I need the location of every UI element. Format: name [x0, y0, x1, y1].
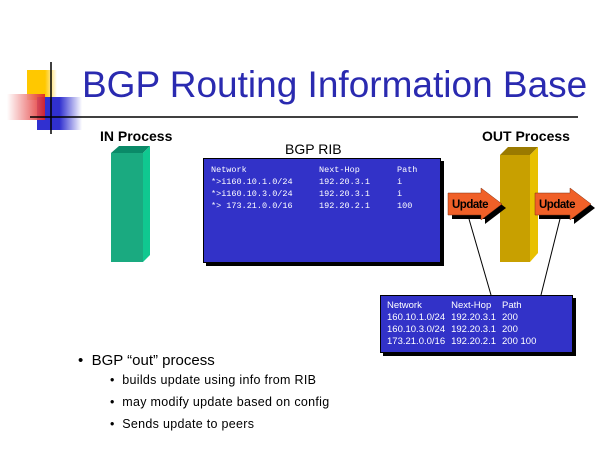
bullet-main-text: BGP “out” process [91, 352, 215, 369]
table-row: 160.10.1.0/24 192.20.3.1 200 [387, 312, 536, 324]
connector-line [540, 218, 561, 296]
update-arrow-right-shape [534, 187, 595, 224]
cell: 100 [397, 201, 413, 211]
cell: 173.21.0.0/16 [387, 336, 446, 347]
bullet-dot: • [78, 352, 92, 369]
sub-bullet-list: • builds update using info from RIB • ma… [110, 373, 329, 439]
table-row: 173.21.0.0/16 192.20.2.1 200 100 [387, 336, 536, 348]
sub-bullet: • Sends update to peers [110, 417, 255, 431]
sub-bullet-text: may modify update based on config [122, 395, 330, 409]
cell: 192.20.3.1 [451, 312, 497, 323]
header-next-hop: Next-Hop [319, 165, 360, 175]
header-network: Network [211, 165, 247, 175]
header-network: Network [387, 300, 422, 311]
rib-table: Network Next-Hop Path *>i160.10.1.0/24 1… [203, 158, 441, 263]
sub-bullet-text: Sends update to peers [122, 417, 255, 431]
table-row: 160.10.3.0/24 192.20.3.1 200 [387, 324, 536, 336]
cell: i [397, 189, 403, 199]
update-arrow-right-label: Update [539, 199, 575, 211]
update-arrow-left-shape [447, 187, 506, 224]
rib-table-grid: Network Next-Hop Path *>i160.10.1.0/24 1… [211, 164, 417, 212]
cell: *> 173.21.0.0/16 [211, 201, 293, 211]
cell: 160.10.3.0/24 [387, 324, 446, 335]
connector-line [468, 218, 492, 296]
cell: 192.20.2.1 [451, 336, 497, 347]
cell: 192.20.3.1 [319, 189, 371, 199]
logo-decoration [7, 62, 578, 134]
cell: 160.10.1.0/24 [387, 312, 446, 323]
bgp-rib-label: BGP RIB [285, 141, 342, 157]
cell: 200 [502, 312, 518, 323]
cell: i [397, 177, 403, 187]
slide-title: BGP Routing Information Base [82, 64, 588, 105]
cell: 192.20.2.1 [319, 201, 371, 211]
cell: 192.20.3.1 [319, 177, 371, 187]
update-arrow-left-label: Update [452, 199, 488, 211]
table-row: *>i160.10.3.0/24 192.20.3.1 i [211, 188, 417, 200]
sub-bullet: • may modify update based on config [110, 395, 330, 409]
cell: 200 [502, 324, 518, 335]
update-table-grid: Network Next-Hop Path 160.10.1.0/24 192.… [387, 300, 536, 348]
table-row: *> 173.21.0.0/16 192.20.2.1 100 [211, 200, 417, 212]
table-header-row: Network Next-Hop Path [387, 300, 536, 312]
out-process-bar [500, 147, 538, 262]
update-table: Network Next-Hop Path 160.10.1.0/24 192.… [380, 295, 573, 353]
bullet-main: • BGP “out” process [78, 352, 215, 369]
header-path: Path [397, 165, 418, 175]
table-header-row: Network Next-Hop Path [211, 164, 417, 176]
in-process-bar [111, 146, 150, 262]
out-process-label: OUT Process [482, 128, 570, 144]
cell: *>i160.10.1.0/24 [211, 177, 293, 187]
cell: 192.20.3.1 [451, 324, 497, 335]
sub-bullet-text: builds update using info from RIB [122, 373, 317, 387]
sub-bullet: • builds update using info from RIB [110, 373, 317, 387]
header-next-hop: Next-Hop [451, 300, 492, 311]
cell: 200 100 [502, 336, 537, 347]
header-path: Path [502, 300, 522, 311]
cell: *>i160.10.3.0/24 [211, 189, 293, 199]
table-row: *>i160.10.1.0/24 192.20.3.1 i [211, 176, 417, 188]
in-process-label: IN Process [100, 128, 173, 144]
